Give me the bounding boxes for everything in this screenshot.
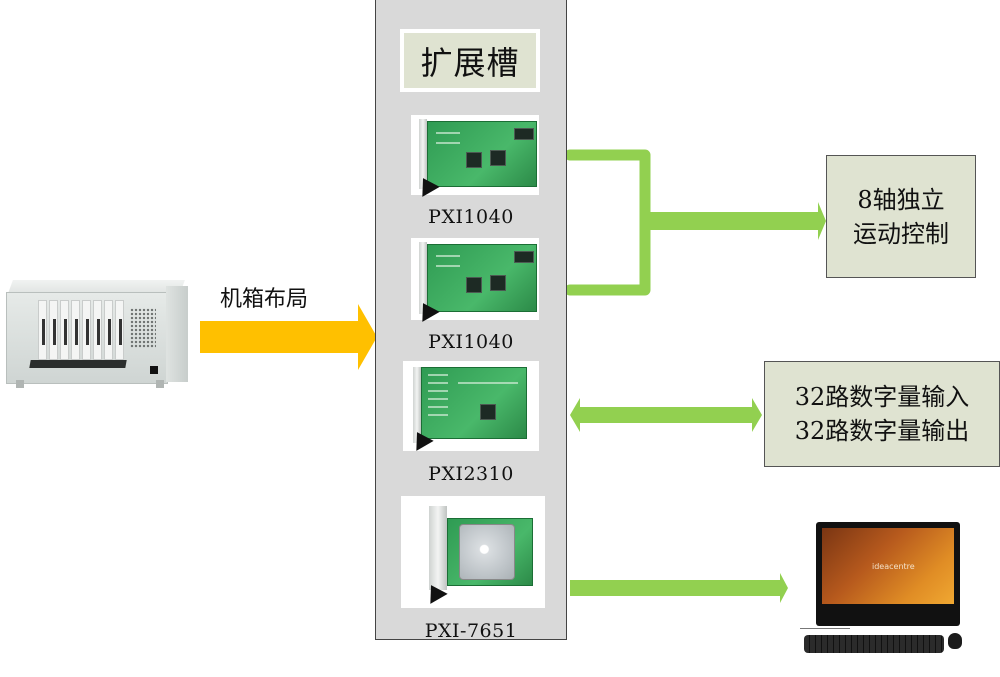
motion-arrow — [645, 202, 826, 240]
card-model-label: PXI1040 — [428, 331, 514, 353]
digital-io-box: 32路数字量输入 32路数字量输出 — [764, 361, 1000, 467]
computer-brand-text: ideacentre — [872, 562, 915, 571]
all-in-one-computer-image: ideacentre — [800, 518, 962, 658]
expansion-slot-title: 扩展槽 — [400, 29, 540, 92]
digital-io-double-arrow — [570, 398, 762, 432]
digital-input-line: 32路数字量输入 — [794, 383, 970, 411]
digital-output-line: 32路数字量输出 — [794, 417, 970, 445]
pxi-chassis-image — [6, 280, 190, 398]
keyboard-icon — [804, 635, 944, 653]
chassis-layout-label: 机箱布局 — [220, 287, 309, 312]
motion-control-card-image — [411, 238, 539, 322]
controller-card-image — [401, 496, 545, 608]
digital-io-card-image — [403, 361, 539, 451]
chassis-to-slots-arrow — [200, 304, 377, 370]
mouse-icon — [948, 633, 962, 649]
motion-control-card-image — [411, 115, 539, 197]
motion-bracket-connector — [564, 149, 651, 296]
card-model-label: PXI1040 — [428, 206, 514, 228]
card-model-label: PXI2310 — [428, 463, 514, 485]
motion-control-line-2: 运动控制 — [853, 219, 949, 248]
motion-control-line-1: 8轴独立 — [857, 185, 945, 214]
computer-arrow — [570, 573, 788, 603]
card-model-label: PXI-7651 — [424, 620, 518, 642]
motion-control-box: 8轴独立 运动控制 — [826, 155, 976, 278]
